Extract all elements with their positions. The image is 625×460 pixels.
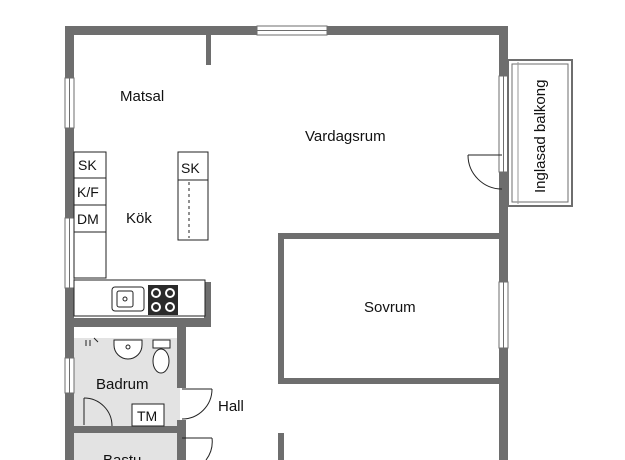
fixture-label-sk-island: SK [181, 160, 200, 176]
interior-walls [65, 35, 502, 460]
stove-icon [148, 285, 178, 315]
room-label-hall: Hall [218, 398, 244, 415]
room-label-bastu: Bastu [103, 452, 141, 460]
kitchen-sink-icon [111, 286, 145, 312]
bathroom-sink-icon [113, 339, 143, 360]
kitchen-island [177, 151, 209, 241]
balcony-door [467, 154, 503, 190]
fixture-label-kf: K/F [77, 184, 99, 200]
shower-tap-icon [85, 337, 99, 346]
room-label-matsal: Matsal [120, 88, 164, 105]
fixture-label-dm: DM [77, 211, 99, 227]
washing-machine [131, 403, 165, 427]
fixture-label-tm: TM [137, 408, 157, 424]
room-label-balkong: Inglasad balkong [532, 80, 549, 193]
room-label-sovrum: Sovrum [364, 299, 416, 316]
bastu-floor [74, 433, 180, 460]
room-label-kok: Kök [126, 210, 152, 227]
room-label-badrum: Badrum [96, 376, 149, 393]
room-label-vardagsrum: Vardagsrum [305, 128, 386, 145]
toilet-icon [152, 339, 171, 374]
bathroom-door [83, 388, 213, 460]
windows [64, 25, 509, 394]
glazed-balcony [507, 59, 573, 207]
fixture-label-sk-wall: SK [78, 157, 97, 173]
